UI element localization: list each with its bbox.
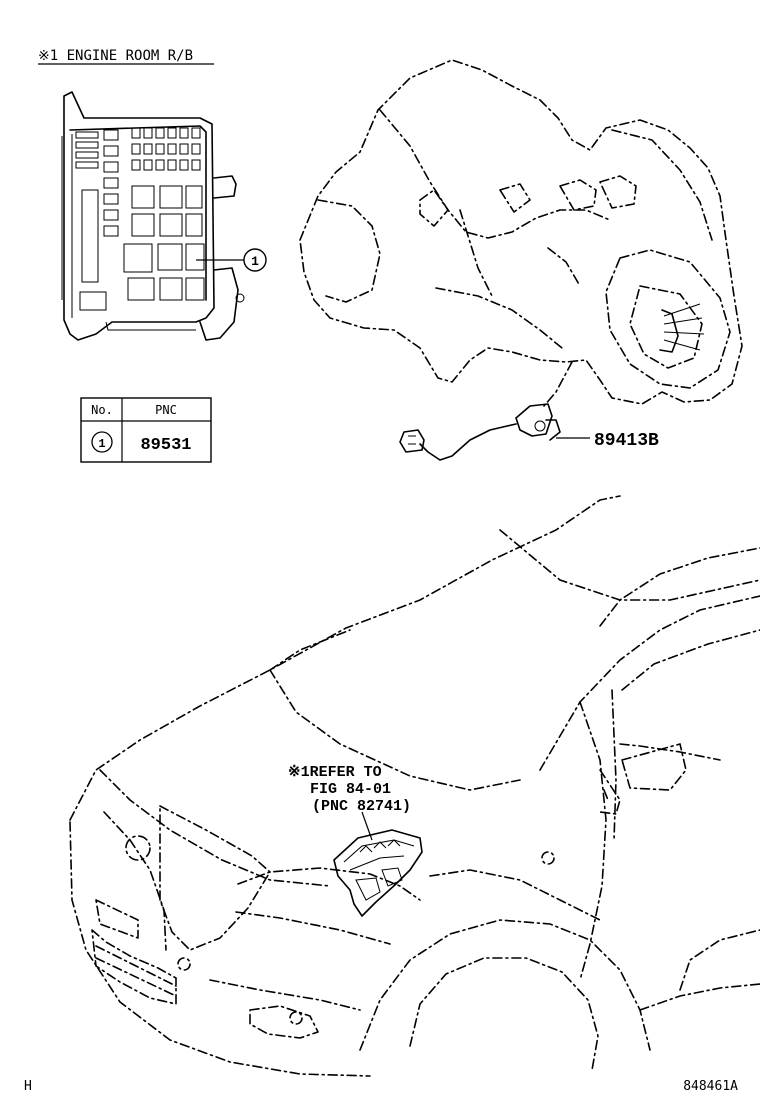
- pnc-table: [80, 397, 212, 463]
- table-header-no: No.: [91, 403, 113, 417]
- table-row-no-circle: [91, 431, 113, 453]
- refer-note-line1: ※1REFER TO: [288, 764, 382, 781]
- transmission-illustration: [299, 59, 743, 405]
- relay-block-illustration: [61, 91, 245, 341]
- callout-1-circle: [243, 248, 267, 272]
- section-title: ※1 ENGINE ROOM R/B: [38, 48, 193, 64]
- table-header-pnc: PNC: [155, 403, 177, 417]
- refer-note-line2: FIG 84-01: [310, 781, 391, 798]
- refer-note-line3: (PNC 82741): [312, 798, 411, 815]
- refer-note-leader: [361, 811, 373, 841]
- footer-illustration-number: 848461A: [683, 1079, 738, 1094]
- callout-1-label: 1: [251, 254, 259, 269]
- relay-block-on-vehicle: [333, 829, 423, 917]
- table-row-pnc: 89531: [140, 436, 191, 455]
- sensor-part-number: 89413B: [594, 431, 659, 451]
- table-row-no: 1: [98, 437, 105, 451]
- footer-left-code: H: [24, 1079, 32, 1094]
- vehicle-front-illustration: [69, 495, 760, 1077]
- speed-sensor-illustration: [399, 361, 573, 461]
